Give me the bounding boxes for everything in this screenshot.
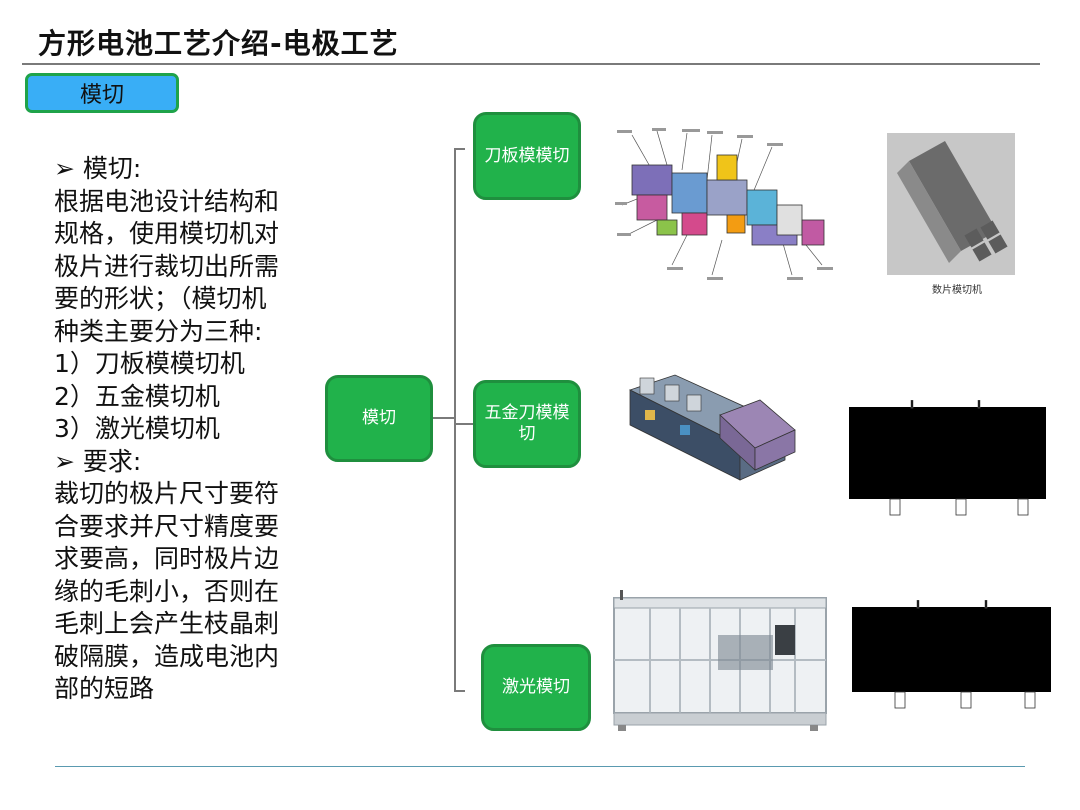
electrode-sheet-render [887, 133, 1015, 275]
root-node-label: 模切 [362, 408, 396, 428]
hardware-die-cutting-machine-render [625, 370, 800, 495]
branch-bracket [454, 148, 465, 692]
section-tag-label: 模切 [79, 83, 124, 108]
branch-node-label: 刀板模模切 [484, 145, 570, 166]
text-line: 3）激光模切机 [54, 414, 220, 443]
page-title: 方形电池工艺介绍-电极工艺 [38, 27, 399, 60]
image-caption: 数片模切机 [932, 285, 982, 296]
description-text: ➢ 模切: 根据电池设计结构和 规格，使用模切机对 极片进行裁切出所需 要的形状… [54, 153, 314, 706]
blade-die-cutting-machine-schematic [612, 125, 847, 285]
text-line: 根据电池设计结构和 [54, 186, 280, 216]
text-line: ➢ 要求: [54, 446, 142, 476]
text-line: 毛刺上会产生枝晶刺 [54, 609, 280, 638]
text-line: 1）刀板模模切机 [54, 349, 245, 378]
electrode-shape-diagram-hardware [848, 400, 1048, 518]
branch-node-label: 激光模切 [502, 677, 570, 697]
laser-die-cutting-machine-render [610, 590, 832, 732]
electrode-shape-diagram-laser [851, 600, 1053, 712]
text-line: 部的短路 [54, 674, 155, 703]
branch-node-blade: 刀板模模切 [473, 112, 581, 200]
branch-node-laser: 激光模切 [481, 644, 591, 731]
text-line: 合要求并尺寸精度要 [54, 511, 280, 541]
text-line: ➢ 模切: [54, 154, 142, 183]
title-divider [22, 63, 1040, 65]
text-line: 要的形状；（模切机 [54, 284, 267, 313]
branch-node-hardware: 五金刀模模切 [473, 380, 581, 468]
section-tag: 模切 [25, 73, 179, 113]
root-connector [433, 417, 454, 419]
text-line: 破隔膜，造成电池内 [54, 641, 280, 671]
mid-connector [454, 423, 474, 425]
text-line: 缘的毛刺小，否则在 [54, 576, 280, 606]
text-line: 规格，使用模切机对 [54, 219, 280, 248]
text-line: 种类主要分为三种: [54, 316, 263, 346]
text-line: 2）五金模切机 [54, 381, 220, 411]
footer-divider [55, 766, 1025, 767]
text-line: 求要高，同时极片边 [54, 544, 280, 573]
text-line: 裁切的极片尺寸要符 [54, 479, 280, 508]
text-line: 极片进行裁切出所需 [54, 251, 280, 281]
branch-node-label: 五金刀模模切 [484, 403, 570, 444]
root-node: 模切 [325, 375, 433, 462]
